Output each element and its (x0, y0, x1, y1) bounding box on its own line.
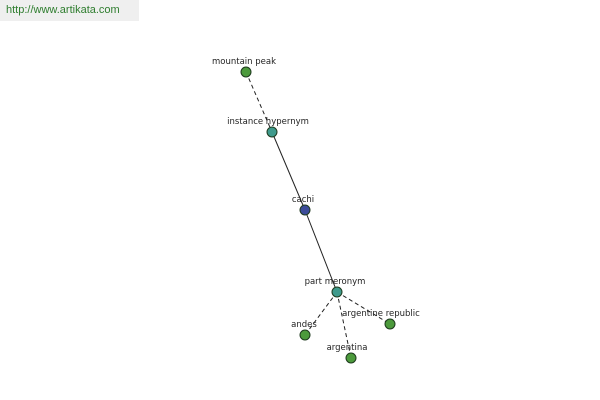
edge-instance-hypernym-to-cachi (271, 131, 306, 211)
edge-part-meronym-to-argentina (336, 291, 352, 359)
node-part-meronym[interactable] (331, 286, 343, 298)
node-label-cachi: cachi (292, 195, 314, 205)
node-argentina[interactable] (345, 352, 357, 364)
node-label-part-meronym: part meronym (305, 277, 366, 287)
node-mountain-peak[interactable] (240, 66, 252, 78)
source-url-banner[interactable]: http://www.artikata.com (0, 0, 139, 21)
node-cachi[interactable] (299, 204, 311, 216)
node-label-argentina: argentina (327, 343, 368, 353)
node-label-instance-hypernym: instance hypernym (227, 117, 309, 127)
edge-part-meronym-to-argentine-republic (336, 291, 391, 325)
node-argentine-republic[interactable] (384, 318, 396, 330)
node-instance-hypernym[interactable] (266, 126, 278, 138)
labels-layer: mountain peak instance hypernym cachi part … (212, 57, 420, 353)
edge-part-meronym-to-andes (304, 291, 338, 336)
nodes-layer (240, 66, 396, 364)
edge-mountain-peak-to-instance-hypernym (245, 71, 273, 133)
node-label-argentine-republic: argentine republic (342, 309, 420, 319)
edge-cachi-to-part-meronym (304, 209, 338, 293)
edges-layer (245, 71, 391, 359)
node-andes[interactable] (299, 329, 311, 341)
node-label-andes: andes (291, 320, 317, 330)
node-label-mountain-peak: mountain peak (212, 57, 276, 67)
